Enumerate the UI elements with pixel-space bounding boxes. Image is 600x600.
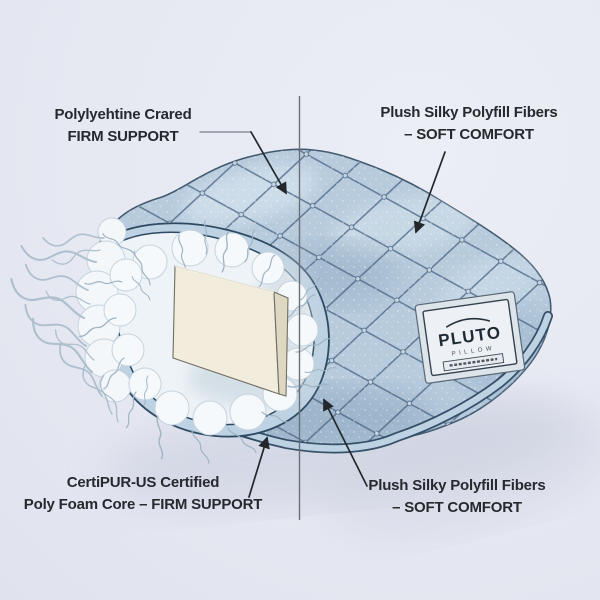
callout-line: Plush Silky Polyfill Fibers <box>380 104 558 121</box>
callout-line: CertiPUR-US Certified <box>66 474 220 491</box>
callout-foam-core: CertiPUR-US Certified Poly Foam Core – F… <box>23 472 263 516</box>
callout-line: – SOFT COMFORT <box>404 126 534 143</box>
callout-line: – SOFT COMFORT <box>392 499 522 516</box>
callout-polyfill-top: Plush Silky Polyfill Fibers – SOFT COMFO… <box>380 102 557 146</box>
callout-firm-support-cover: Polylyehtine Crared FIRM SUPPORT <box>54 104 191 148</box>
leader-lines <box>199 131 446 498</box>
callout-polyfill-bottom: Plush Silky Polyfill Fibers – SOFT COMFO… <box>368 475 545 519</box>
leader-bottom-right <box>323 398 368 487</box>
callout-line: Polylyehtine Crared <box>54 106 192 123</box>
callout-line: Poly Foam Core – FIRM SUPPORT <box>23 496 263 513</box>
leader-bottom-left <box>248 436 270 498</box>
foam-core <box>172 265 289 397</box>
polyfill-fluff <box>5 217 337 464</box>
callout-line: FIRM SUPPORT <box>67 128 179 145</box>
tag-arc <box>445 317 491 328</box>
brand-tag: PLUTO PILLOW <box>414 291 526 384</box>
callout-line: Plush Silky Polyfill Fibers <box>368 477 546 494</box>
leader-top-left <box>250 131 287 195</box>
leader-top-right <box>413 151 446 234</box>
